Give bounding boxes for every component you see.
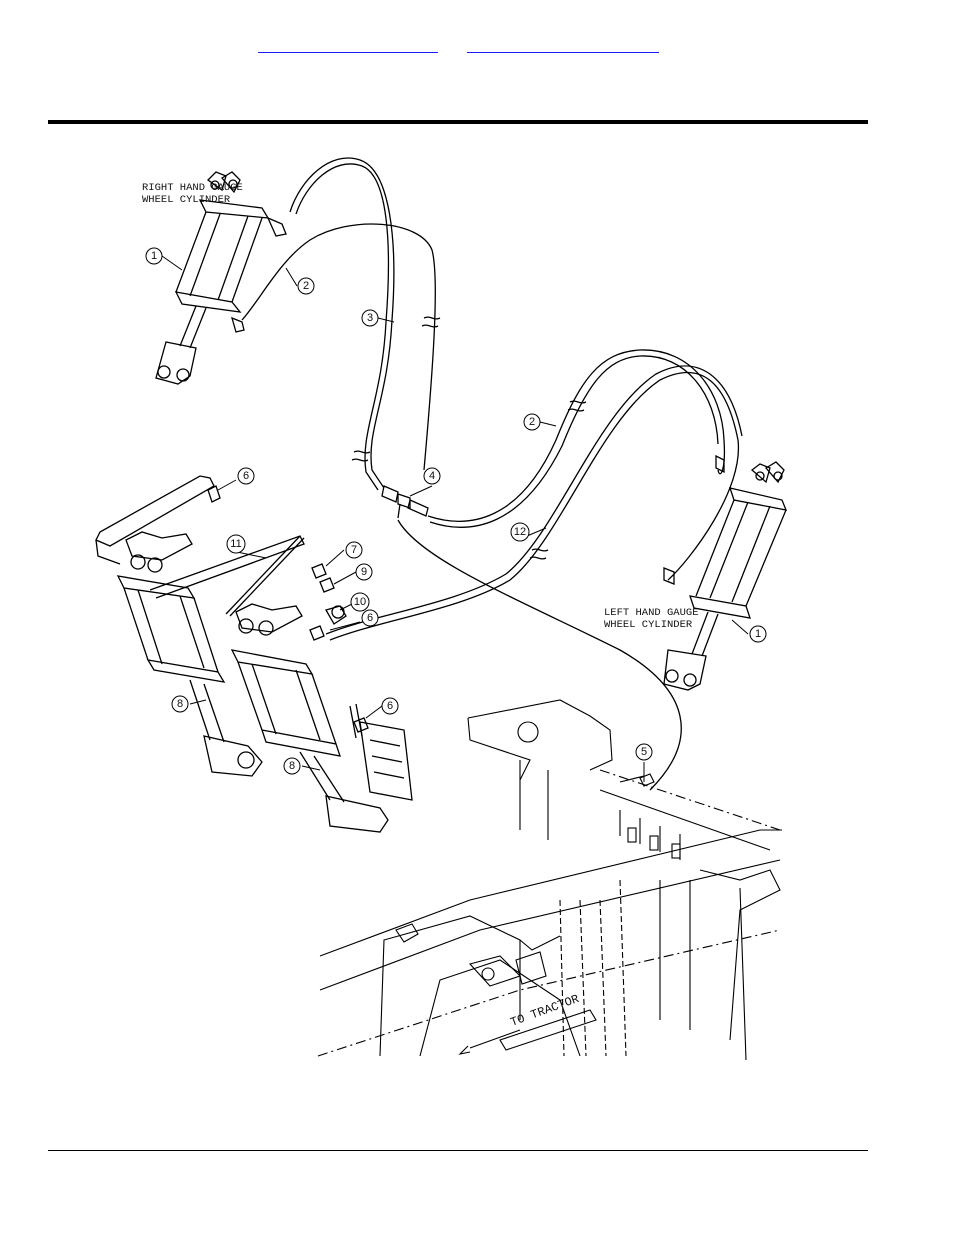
hose-2-left — [427, 349, 726, 522]
callout-11: 11 — [230, 538, 241, 550]
hose-12 — [329, 371, 740, 641]
top-rule — [48, 120, 868, 124]
right-cylinder-label-line1: RIGHT HAND GAUGE — [142, 182, 243, 194]
callout-8-rear: 8 — [177, 698, 183, 710]
bottom-rule — [48, 1150, 868, 1151]
master-cylinder-front — [230, 603, 413, 833]
callout-2-right: 2 — [303, 280, 309, 292]
return-line — [397, 519, 682, 791]
callout-8-front: 8 — [289, 760, 295, 772]
callout-3: 3 — [367, 312, 373, 324]
callout-5: 5 — [641, 746, 647, 758]
callout-2-left: 2 — [529, 416, 535, 428]
hitch-frame — [317, 699, 782, 1061]
header-link-2[interactable] — [467, 38, 659, 53]
callout-12: 12 — [514, 526, 526, 538]
fittings — [207, 485, 369, 739]
callout-9: 9 — [361, 566, 367, 578]
left-hand-cylinder — [663, 454, 788, 691]
left-cylinder-label-line2: WHEEL CYLINDER — [604, 619, 693, 631]
callout-6-mid: 6 — [367, 612, 373, 624]
callouts — [145, 247, 767, 775]
master-cylinder-rear — [95, 475, 305, 777]
header-link-1[interactable] — [258, 38, 438, 53]
parts-diagram: 1 2 3 2 4 6 11 7 9 10 6 12 1 8 6 8 5 RIG… — [88, 144, 790, 1076]
hose-3 — [289, 157, 395, 489]
callout-1-right: 1 — [151, 250, 157, 262]
right-cylinder-label-line2: WHEEL CYLINDER — [142, 194, 231, 206]
callout-6-bottom: 6 — [387, 700, 393, 712]
callout-6-top: 6 — [243, 470, 249, 482]
tee-fitting — [381, 485, 429, 519]
hose-2-right — [241, 223, 436, 471]
line-11 — [225, 535, 301, 615]
to-tractor-label: TO TRACTOR — [509, 992, 581, 1030]
header-links — [0, 38, 954, 58]
right-hand-cylinder — [155, 171, 287, 385]
callout-10: 10 — [354, 596, 366, 608]
left-cylinder-label-line1: LEFT HAND GAUGE — [604, 607, 699, 619]
callout-7: 7 — [351, 544, 357, 556]
callout-4: 4 — [429, 470, 435, 482]
callout-1-left: 1 — [755, 628, 761, 640]
